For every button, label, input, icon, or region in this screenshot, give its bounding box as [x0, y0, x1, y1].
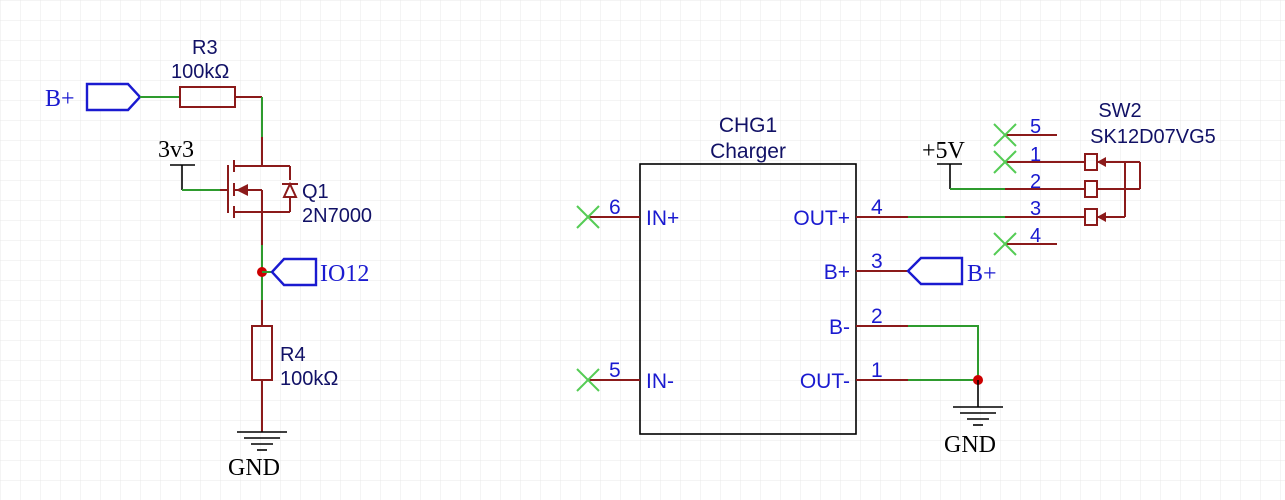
switch-sw2[interactable]: SW2 SK12D07VG5 5 1 2 3 4	[1005, 100, 1216, 247]
net-flag-shape	[270, 257, 318, 287]
arrow-icon	[236, 184, 248, 196]
pin-number: 3	[1030, 198, 1041, 220]
resistor-r3[interactable]: R3 100kΩ	[171, 37, 262, 108]
power-3v3[interactable]: 3v3	[158, 137, 195, 190]
resistor-r4[interactable]: R4 100kΩ	[251, 300, 338, 432]
pin-number: 2	[1030, 171, 1041, 193]
power-label: +5V	[922, 138, 966, 164]
component-ref: SW2	[1098, 100, 1141, 122]
component-value: 100kΩ	[171, 61, 229, 83]
component-value: Charger	[710, 140, 786, 163]
component-ref: CHG1	[719, 114, 777, 137]
pin-number: 5	[609, 359, 621, 382]
pin-name: OUT+	[793, 207, 850, 230]
net-flag-shape	[85, 82, 142, 112]
arrow-icon	[1097, 212, 1106, 222]
pin-number: 3	[871, 250, 883, 273]
no-connect-icon[interactable]	[993, 150, 1017, 174]
pin-number: 2	[871, 305, 883, 328]
power-plus5v[interactable]: +5V	[922, 138, 966, 189]
component-value: 2N7000	[302, 205, 372, 227]
no-connect-icon[interactable]	[576, 368, 600, 392]
pin-number: 5	[1030, 116, 1041, 138]
net-flag-bplus-left[interactable]: B+	[45, 82, 142, 112]
pin-name: B+	[824, 261, 850, 284]
pin-number: 4	[1030, 225, 1041, 247]
component-value: 100kΩ	[280, 368, 338, 390]
mosfet-q1[interactable]: Q1 2N7000	[220, 137, 372, 245]
net-flag-io12[interactable]: IO12	[270, 257, 369, 287]
net-flag-bplus-right[interactable]: B+	[906, 256, 997, 287]
pin-name: B-	[829, 316, 850, 339]
pin-name: IN-	[646, 370, 674, 393]
pin-number: 1	[1030, 144, 1041, 166]
net-label: B+	[967, 261, 997, 287]
pin-name: OUT-	[800, 370, 850, 393]
no-connect-icon[interactable]	[993, 123, 1017, 147]
component-chg1[interactable]: CHG1 Charger 6 IN+ 5 IN- 4 OUT+ 3 B+ 2 B…	[588, 114, 908, 435]
component-ref: Q1	[302, 181, 329, 203]
arrow-icon	[1097, 157, 1106, 167]
net-label: B+	[45, 86, 75, 112]
ground-label: GND	[228, 455, 280, 481]
no-connect-icon[interactable]	[993, 232, 1017, 256]
ground-label: GND	[944, 432, 996, 458]
power-label: 3v3	[158, 137, 194, 163]
ic-body	[639, 163, 857, 435]
pin-name: IN+	[646, 207, 679, 230]
component-value: SK12D07VG5	[1090, 126, 1216, 148]
pin-number: 1	[871, 359, 883, 382]
component-ref: R3	[192, 37, 218, 59]
pin-number: 4	[871, 196, 883, 219]
net-label: IO12	[320, 261, 369, 287]
ground-symbol-right[interactable]: GND	[944, 380, 1003, 458]
no-connect-icon[interactable]	[576, 205, 600, 229]
pin-number: 6	[609, 196, 621, 219]
net-flag-shape	[906, 256, 964, 286]
ground-symbol-left[interactable]: GND	[228, 431, 287, 481]
wire[interactable]	[908, 325, 979, 380]
component-ref: R4	[280, 344, 306, 366]
